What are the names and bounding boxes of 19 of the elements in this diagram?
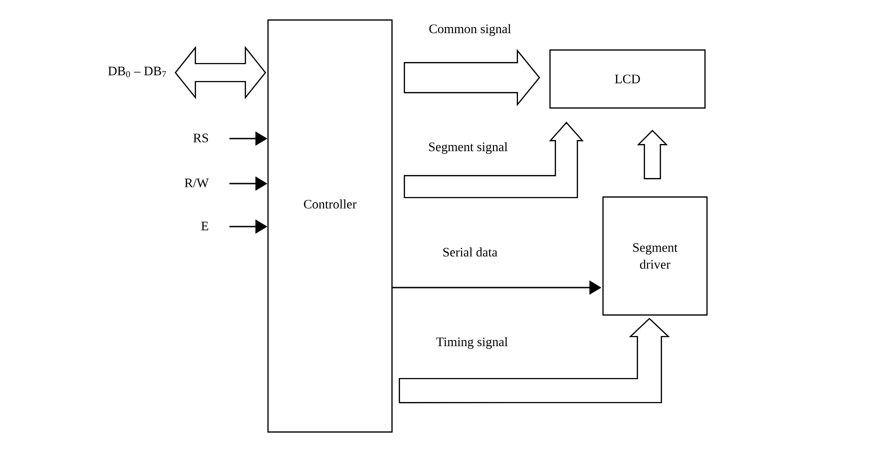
hollow-arrow <box>398 318 670 404</box>
edge-label: R/W <box>183 178 210 188</box>
edge-label: DB$_{0}$ – DB$_{7}$ <box>106 66 168 78</box>
edge-label: Common signal <box>428 23 512 37</box>
hollow-arrow <box>404 48 540 106</box>
block-box <box>267 19 393 433</box>
hollow-arrow <box>404 122 584 198</box>
block-box <box>602 196 708 316</box>
edge-label: RS <box>192 132 210 144</box>
hollow-arrow <box>636 130 668 180</box>
edge-label: Segment signal <box>427 141 509 155</box>
block-label: Controller <box>304 199 357 209</box>
block-label: Segment driver <box>633 243 678 269</box>
block-box <box>549 49 706 109</box>
hollow-arrow <box>174 46 266 100</box>
edge-label: Timing signal <box>435 336 509 350</box>
edge-label: E <box>200 220 210 232</box>
block-label: LCD <box>614 74 640 84</box>
edge-label: Serial data <box>442 246 499 258</box>
